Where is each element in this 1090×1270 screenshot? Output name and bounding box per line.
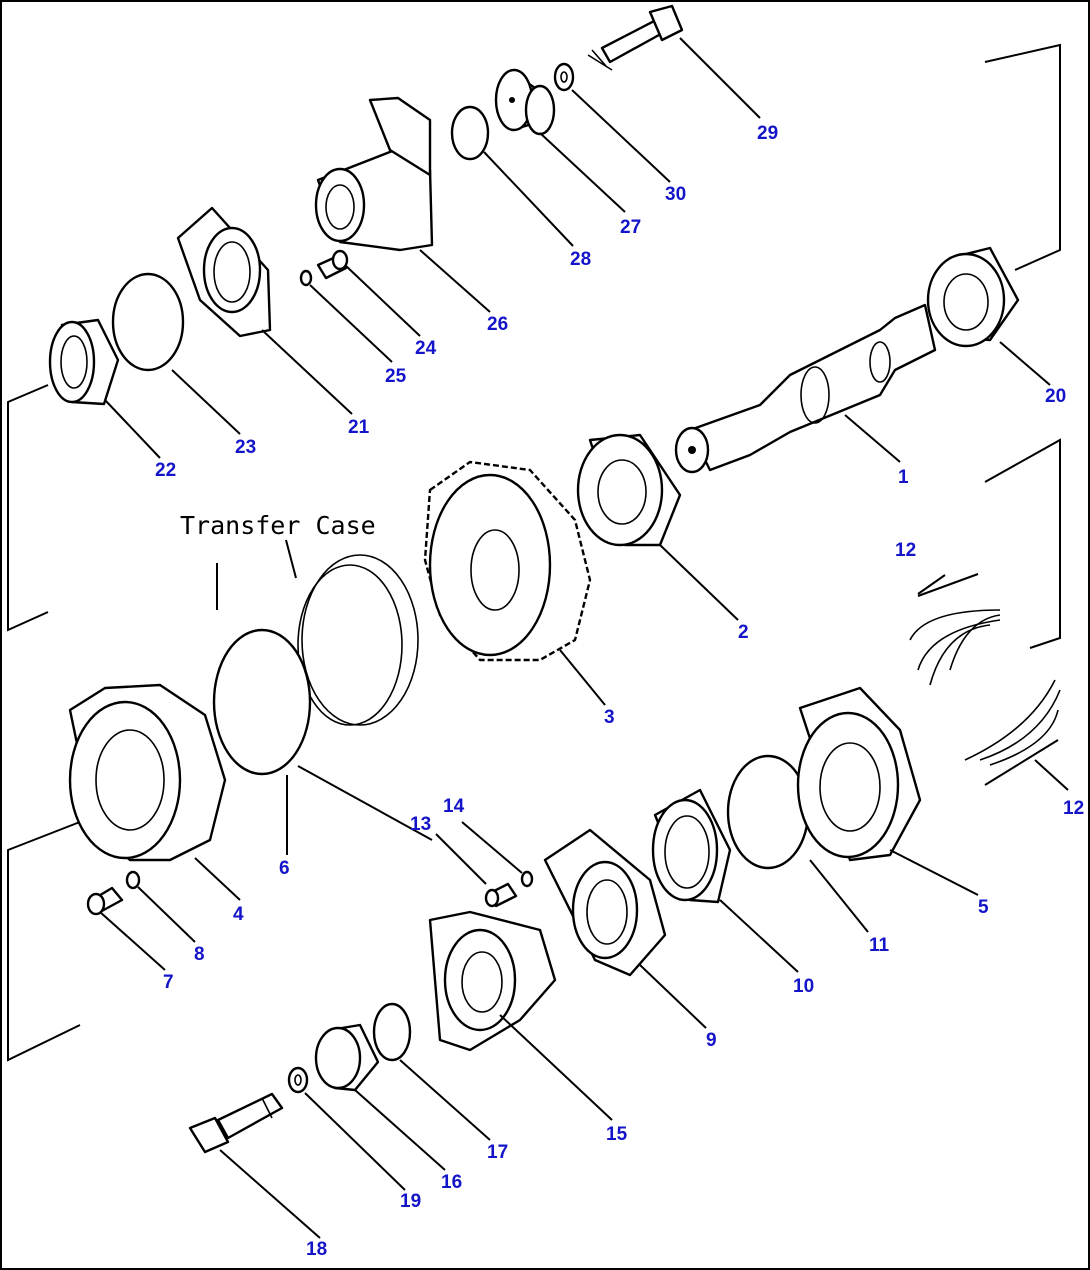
part-1-shaft — [674, 303, 937, 474]
part-30-washer — [553, 62, 575, 92]
part-26-yoke — [314, 96, 434, 252]
part-20-bearing — [926, 246, 1020, 348]
part-12-clip-upper — [909, 609, 1001, 686]
part-10-seal — [651, 788, 732, 904]
callout-21: 21 — [348, 417, 370, 438]
callout-16: 16 — [441, 1172, 462, 1193]
callout-labels: 1 2 3 4 5 6 7 8 9 10 11 12 12 13 14 15 1… — [155, 123, 1084, 1260]
callout-11: 11 — [869, 935, 890, 956]
callout-30: 30 — [665, 184, 686, 205]
part-13-bolt — [484, 882, 518, 908]
part-17-oring — [372, 1002, 412, 1062]
callout-4: 4 — [233, 904, 244, 925]
callout-28: 28 — [570, 249, 591, 270]
part-3-gear — [423, 460, 592, 662]
part-18-bolt — [188, 1092, 284, 1154]
callout-3: 3 — [604, 707, 615, 728]
part-21-cage — [176, 206, 272, 338]
callout-7: 7 — [163, 972, 174, 993]
callout-26: 26 — [487, 314, 508, 335]
part-15-yoke — [428, 910, 557, 1052]
callout-5: 5 — [978, 897, 989, 918]
callout-18: 18 — [306, 1239, 327, 1260]
part-transfer-case-gasket — [297, 554, 419, 726]
part-8-washer — [125, 870, 141, 890]
callout-20: 20 — [1045, 386, 1066, 407]
part-9-retainer — [543, 828, 667, 977]
callout-12-lower: 12 — [1063, 798, 1084, 819]
callout-6: 6 — [279, 858, 290, 879]
bracket-lines — [7, 43, 1061, 1062]
part-24-bolt — [316, 249, 349, 280]
callout-10: 10 — [793, 976, 814, 997]
part-14-washer — [520, 870, 534, 888]
part-25-washer — [299, 269, 313, 287]
part-23-oring — [111, 272, 185, 372]
callout-22: 22 — [155, 460, 176, 481]
part-16-disc — [314, 1023, 380, 1092]
part-11-oring — [726, 754, 810, 870]
part-22-seal — [48, 318, 120, 406]
callout-8: 8 — [194, 944, 205, 965]
part-6-oring — [212, 628, 312, 776]
part-2-bearing — [576, 433, 682, 547]
callout-23: 23 — [235, 437, 256, 458]
part-12-clip-lower — [964, 679, 1061, 766]
callout-19: 19 — [400, 1191, 421, 1212]
callout-9: 9 — [706, 1030, 717, 1051]
part-4-housing — [68, 683, 227, 862]
callout-13: 13 — [410, 814, 431, 835]
callout-24: 24 — [415, 338, 437, 359]
callout-15: 15 — [606, 1124, 628, 1145]
callout-14: 14 — [443, 796, 465, 817]
part-5-bearing — [796, 686, 922, 862]
callout-2: 2 — [738, 622, 749, 643]
callout-27: 27 — [620, 217, 641, 238]
callout-12-upper: 12 — [895, 540, 916, 561]
part-19-washer — [287, 1066, 309, 1094]
part-27-disc — [494, 68, 556, 136]
leader-lines — [99, 37, 1069, 1239]
callout-25: 25 — [385, 366, 407, 387]
callout-1: 1 — [898, 467, 909, 488]
part-28-oring — [450, 105, 490, 161]
part-29-bolt — [587, 4, 684, 71]
callout-29: 29 — [757, 123, 778, 144]
part-7-bolt — [86, 886, 124, 916]
callout-17: 17 — [487, 1142, 508, 1163]
caption-transfer-case: Transfer Case — [180, 511, 376, 540]
